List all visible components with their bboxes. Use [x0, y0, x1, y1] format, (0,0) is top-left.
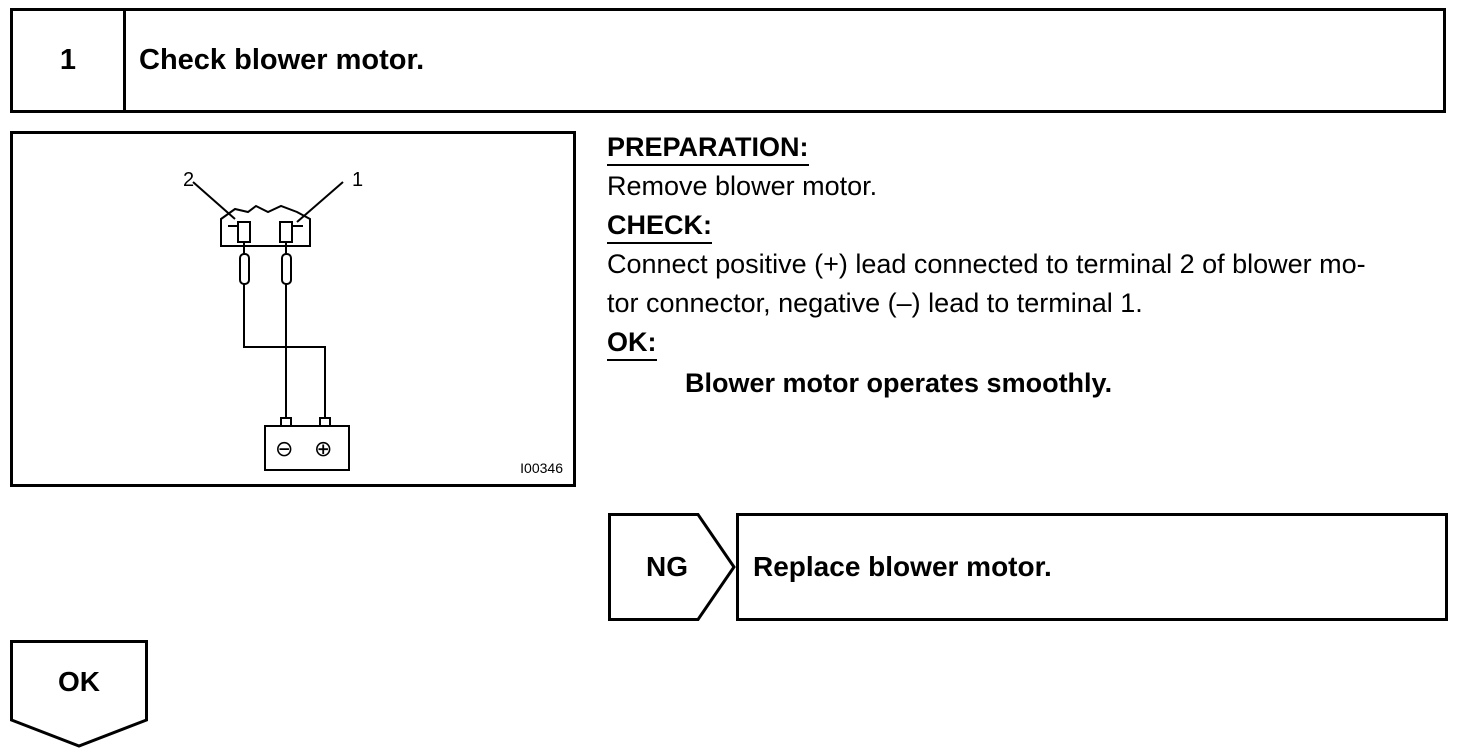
step-number: 1 [13, 11, 126, 110]
connector-body [220, 204, 311, 247]
check-text-line1: Connect positive (+) lead connected to t… [607, 249, 1366, 279]
probe-right [281, 253, 292, 285]
preparation-text: Remove blower motor. [607, 171, 878, 201]
battery [264, 425, 350, 471]
negative-symbol: ⊖ [275, 437, 293, 462]
check-text-line2: tor connector, negative (–) lead to term… [607, 288, 1143, 318]
ng-arrow-shape [608, 513, 736, 621]
preparation-heading: PREPARATION: [607, 131, 809, 166]
wiring-diagram: 2 1 ⊖ ⊕ [183, 169, 363, 471]
ok-arrow-shape [10, 640, 148, 748]
battery-terminal-neg [280, 417, 292, 427]
terminal-pin-1 [279, 221, 293, 243]
step-title: Check blower motor. [139, 44, 425, 76]
terminal-label-2: 2 [183, 169, 194, 191]
ng-action-text: Replace blower motor. [753, 551, 1052, 582]
battery-terminal-pos [319, 417, 331, 427]
figure-code: I00346 [520, 460, 563, 476]
terminal-pin-2 [237, 221, 251, 243]
ok-heading: OK: [607, 326, 657, 361]
step-header: 1 Check blower motor. [10, 8, 1446, 113]
wiring-figure: 2 1 ⊖ ⊕ I00346 [10, 131, 576, 487]
instruction-block: PREPARATION: Remove blower motor. CHECK:… [607, 128, 1457, 403]
positive-lead [243, 284, 326, 419]
probe-left [239, 253, 250, 285]
ng-action-box: Replace blower motor. [736, 513, 1448, 621]
terminal-label-1: 1 [352, 169, 363, 191]
ok-label: OK [58, 666, 100, 697]
positive-symbol: ⊕ [314, 437, 332, 462]
check-heading: CHECK: [607, 209, 712, 244]
ok-result: Blower motor operates smoothly. [685, 368, 1113, 398]
ng-label: NG [646, 551, 688, 582]
